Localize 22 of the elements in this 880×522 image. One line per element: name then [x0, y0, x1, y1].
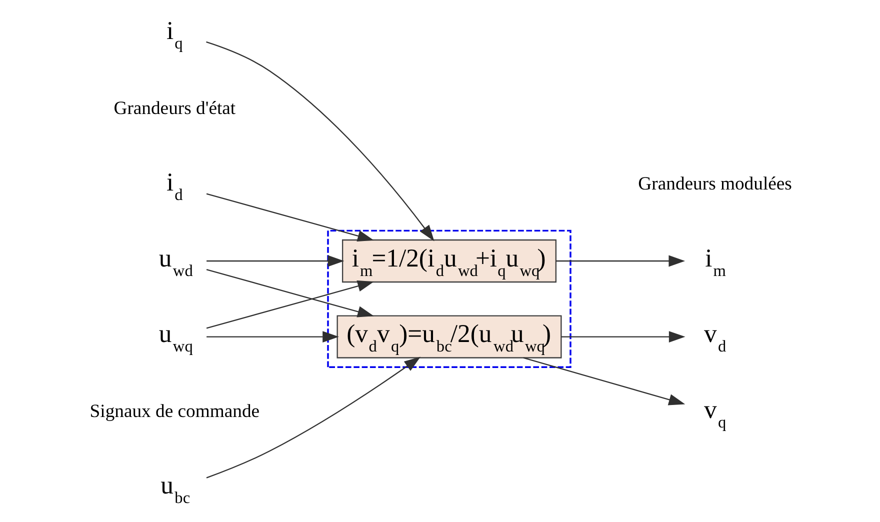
- arrow: [556, 255, 685, 267]
- arrow: [560, 331, 685, 342]
- arrow: [206, 268, 374, 318]
- arrow: [206, 280, 374, 329]
- node-text: i$_{q}$: [166, 16, 182, 53]
- node-text: u$_{bc}$: [160, 470, 190, 508]
- label: Grandeurs modulées: [638, 174, 792, 195]
- node-text: u$_{wq}$: [158, 319, 192, 356]
- arrow: [206, 193, 374, 242]
- arrow: [206, 255, 344, 267]
- node-text: v$_{d}$: [703, 319, 726, 356]
- node-text: i$_{m}$: [704, 243, 726, 280]
- node-text: v$_{q}$: [703, 394, 726, 432]
- label: Signaux de commande: [89, 400, 260, 422]
- node-text: i$_{d}$: [166, 168, 182, 204]
- node-box: i$_{m}$=1/2(i$_{d}$u$_{wd}$+i$_{q}$u$_{wq}$): [341, 239, 556, 283]
- arrow: [206, 41, 434, 242]
- arrow: [206, 356, 420, 478]
- label: Grandeurs d'état: [113, 98, 236, 119]
- node-text: u$_{wd}$: [158, 243, 192, 280]
- node-box: (v$_{d}$v$_{q}$)=u$_{bc}$/2(u$_{wd}$u$_{wq}$): [336, 315, 562, 358]
- arrow: [206, 331, 338, 342]
